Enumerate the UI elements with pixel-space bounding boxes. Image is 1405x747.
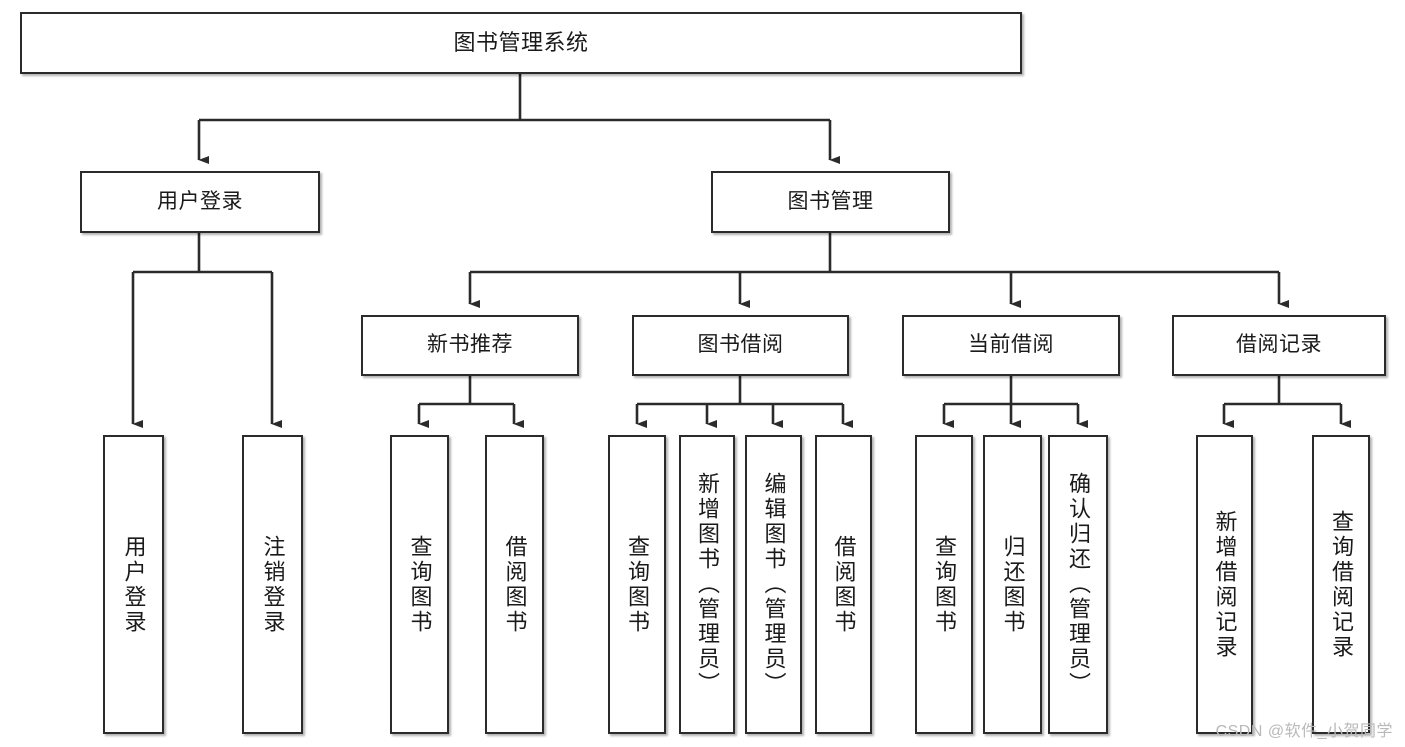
connector-group-book-borrow: [635, 376, 854, 429]
node-leaf-add-record-label: 新增借阅记录: [1212, 509, 1238, 660]
connector-group-current-borrow: [942, 376, 1089, 429]
node-leaf-logout[interactable]: 注销登录: [242, 435, 303, 734]
node-current-borrow[interactable]: 当前借阅: [902, 315, 1120, 376]
node-leaf-return-book-label: 归还图书: [1000, 534, 1026, 635]
node-book-borrow[interactable]: 图书借阅: [632, 315, 849, 376]
node-leaf-query-book-1[interactable]: 查询图书: [390, 435, 449, 734]
node-book-management[interactable]: 图书管理: [711, 171, 950, 233]
node-leaf-query-book-3[interactable]: 查询图书: [915, 435, 973, 734]
node-leaf-logout-label: 注销登录: [260, 534, 286, 635]
node-leaf-edit-book[interactable]: 编辑图书（管理员）: [745, 435, 802, 734]
node-new-book-recommend[interactable]: 新书推荐: [361, 315, 579, 376]
node-borrow-record[interactable]: 借阅记录: [1172, 315, 1386, 376]
node-leaf-query-book-2-label: 查询图书: [625, 534, 650, 635]
node-user-login-label: 用户登录: [157, 189, 243, 213]
node-leaf-query-book-1-label: 查询图书: [407, 534, 433, 635]
node-book-management-label: 图书管理: [787, 189, 874, 213]
node-leaf-borrow-book-1-label: 借阅图书: [502, 534, 528, 635]
node-leaf-query-record-label: 查询借阅记录: [1329, 509, 1354, 660]
node-leaf-confirm-return[interactable]: 确认归还（管理员）: [1048, 435, 1108, 734]
node-leaf-borrow-book-2-label: 借阅图书: [831, 534, 857, 635]
node-leaf-add-record[interactable]: 新增借阅记录: [1196, 435, 1253, 734]
node-user-login[interactable]: 用户登录: [80, 171, 320, 233]
node-leaf-edit-book-label: 编辑图书（管理员）: [761, 472, 787, 697]
node-book-borrow-label: 图书借阅: [697, 333, 784, 357]
connector-group-book-management: [468, 233, 1290, 309]
node-leaf-borrow-book-2[interactable]: 借阅图书: [815, 435, 872, 734]
node-leaf-query-book-2[interactable]: 查询图书: [608, 435, 666, 734]
node-current-borrow-label: 当前借阅: [968, 333, 1054, 357]
node-root[interactable]: 图书管理系统: [20, 12, 1022, 74]
node-leaf-query-record[interactable]: 查询借阅记录: [1312, 435, 1370, 734]
node-new-book-recommend-label: 新书推荐: [427, 333, 513, 357]
node-leaf-return-book[interactable]: 归还图书: [983, 435, 1042, 734]
connector-group-borrow-record: [1222, 376, 1352, 429]
node-leaf-borrow-book-1[interactable]: 借阅图书: [485, 435, 544, 734]
node-leaf-query-book-3-label: 查询图书: [932, 534, 957, 635]
connector-group-new-book-recommend: [417, 376, 525, 429]
node-leaf-user-login[interactable]: 用户登录: [103, 435, 164, 734]
connector-group-user-login: [131, 233, 283, 429]
node-leaf-user-login-label: 用户登录: [121, 534, 147, 635]
node-leaf-confirm-return-label: 确认归还（管理员）: [1066, 472, 1091, 697]
node-leaf-add-book-label: 新增图书（管理员）: [695, 472, 720, 697]
connector-group-root: [197, 74, 841, 165]
node-root-label: 图书管理系统: [453, 30, 589, 56]
node-borrow-record-label: 借阅记录: [1236, 333, 1322, 357]
node-leaf-add-book[interactable]: 新增图书（管理员）: [679, 435, 735, 734]
